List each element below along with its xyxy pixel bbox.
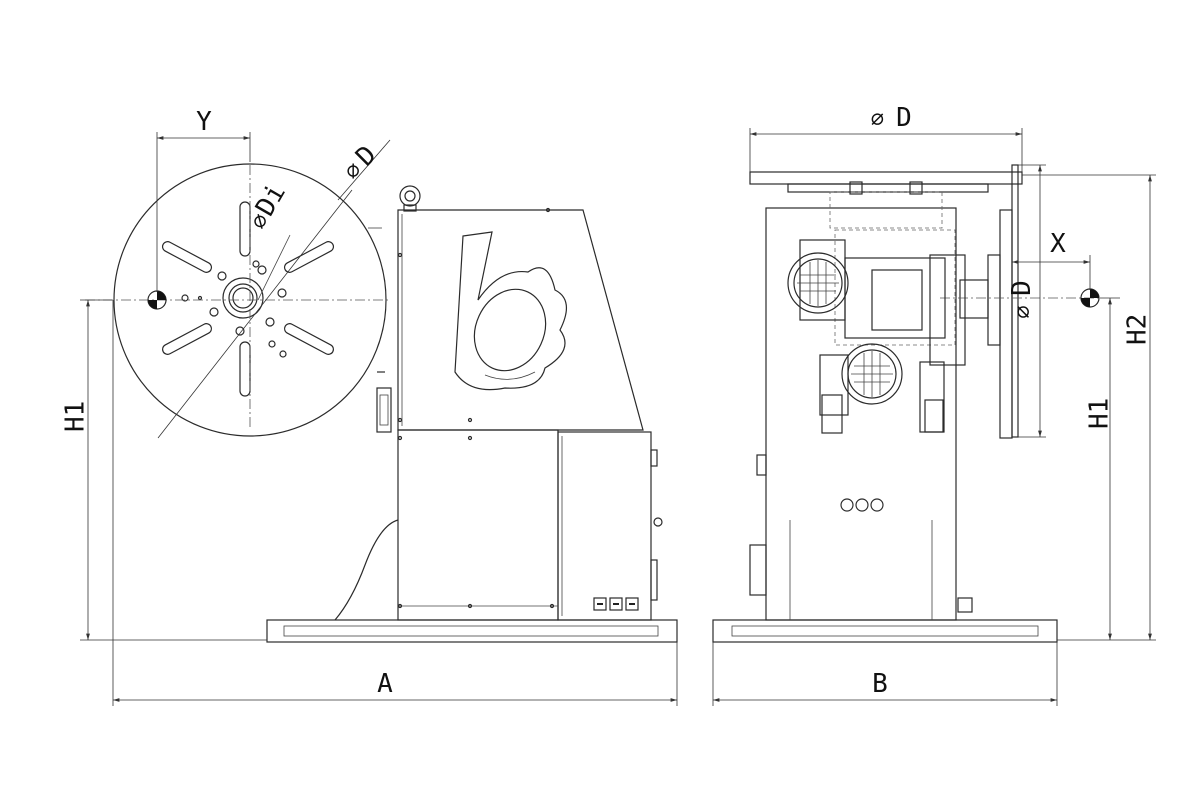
dim-label-y: Y bbox=[196, 107, 212, 137]
dim-label-b: B bbox=[872, 669, 888, 699]
base-plate-right bbox=[712, 619, 1058, 643]
dim-label-h2: H2 bbox=[1122, 314, 1152, 345]
front-view: ⌀ D X ⌀ D H1 H2 B bbox=[712, 103, 1156, 706]
diameter-symbol-right: ⌀ bbox=[1011, 305, 1036, 318]
side-view: Y ⌀ D ⌀ Di H1 A bbox=[60, 107, 678, 706]
motor-fan-icon bbox=[841, 343, 903, 405]
dim-label-h1-right: H1 bbox=[1084, 398, 1114, 429]
lower-cabinet bbox=[334, 429, 663, 621]
top-table bbox=[749, 171, 1023, 229]
dim-label-d-top: D bbox=[896, 103, 912, 133]
drive-unit bbox=[799, 229, 966, 434]
dim-label-x: X bbox=[1050, 229, 1066, 259]
base-plate-left bbox=[266, 619, 678, 643]
diameter-symbol-top: ⌀ bbox=[871, 107, 884, 132]
center-of-gravity-icon bbox=[1080, 288, 1100, 308]
connector-row bbox=[593, 597, 639, 611]
main-column bbox=[749, 207, 973, 621]
lifting-eye-icon bbox=[399, 185, 421, 212]
dim-label-d-right: D bbox=[1007, 280, 1037, 296]
b-logo-icon bbox=[454, 231, 567, 391]
center-of-gravity-icon bbox=[147, 290, 167, 310]
motor-fan-icon bbox=[787, 252, 849, 314]
dim-label-h1-left: H1 bbox=[60, 401, 90, 432]
dim-label-a: A bbox=[377, 669, 393, 699]
faceplate-side bbox=[940, 164, 1100, 439]
upper-housing bbox=[368, 185, 644, 433]
